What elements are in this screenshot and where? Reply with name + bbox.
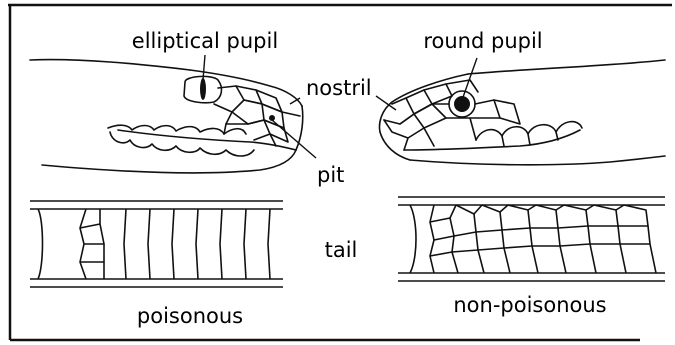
nostril-label: nostril (306, 76, 372, 100)
poisonous-label: poisonous (137, 304, 243, 328)
tail-label: tail (325, 238, 358, 262)
elliptical-pupil-label: elliptical pupil (132, 29, 278, 53)
non-poisonous-snake-head (380, 60, 666, 165)
poisonous-tail (30, 201, 283, 287)
pit-label: pit (317, 163, 344, 187)
non-poisonous-tail (398, 197, 665, 281)
non-poisonous-label: non-poisonous (453, 293, 606, 317)
poisonous-snake-head (30, 60, 303, 173)
elliptical-pupil-mark (200, 78, 206, 100)
round-pupil-label: round pupil (423, 29, 542, 53)
